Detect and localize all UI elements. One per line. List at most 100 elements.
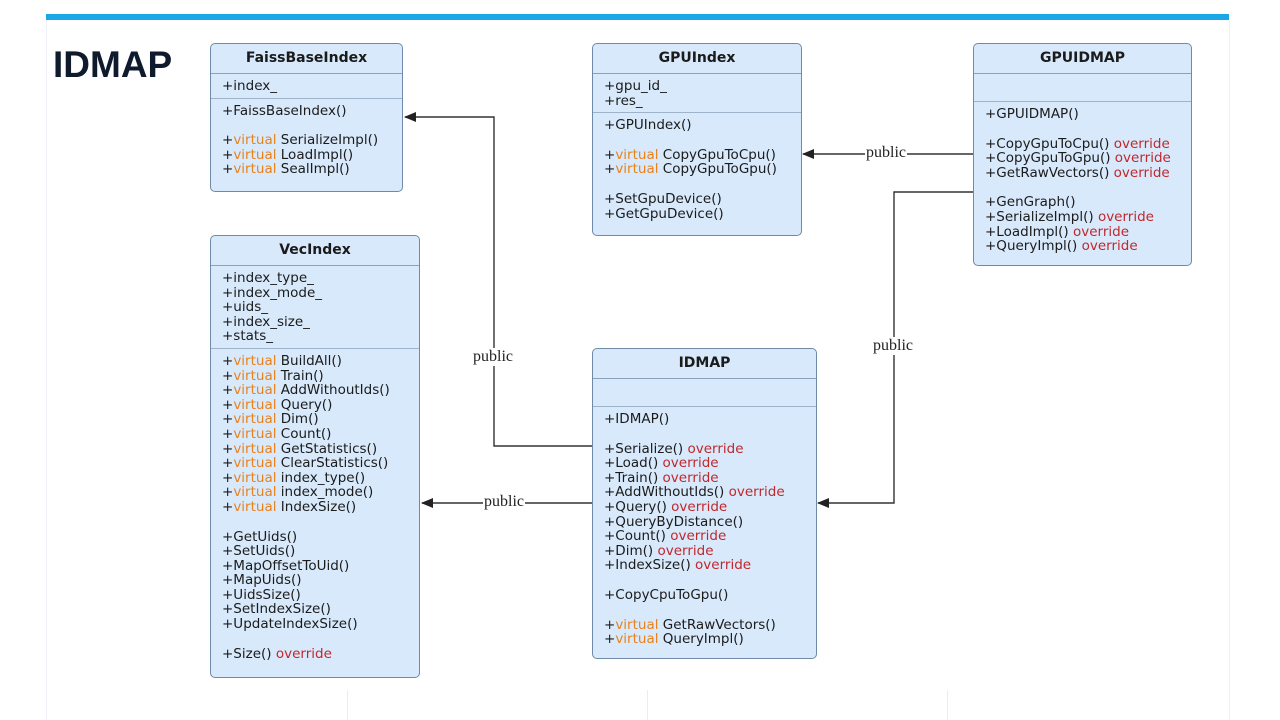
virtual-keyword: virtual (615, 631, 659, 648)
member-name: CopyGpuToCpu() (658, 146, 776, 163)
member-line: +IDMAP() (604, 412, 816, 427)
page-title: IDMAP (53, 44, 173, 85)
member-name: GetRawVectors() (658, 616, 776, 633)
member-name: BuildAll() (276, 352, 342, 369)
spacer (985, 180, 1191, 195)
member-name: ClearStatistics() (276, 455, 389, 472)
member-text: + (222, 469, 234, 486)
override-keyword: override (657, 542, 714, 559)
member-name: SealImpl() (276, 161, 350, 178)
override-keyword: override (1113, 135, 1170, 152)
class-name: IDMAP (593, 349, 816, 379)
spacer (222, 632, 419, 647)
member-text: +GPUIDMAP() (985, 106, 1079, 122)
edge-label-public: public (865, 144, 907, 162)
override-keyword: override (1081, 238, 1138, 255)
member-text: +index_mode_ (222, 284, 323, 301)
override-keyword: override (728, 484, 785, 501)
member-line: +Serialize() override (604, 440, 816, 457)
member-text: + (222, 440, 234, 457)
member-name: GetStatistics() (276, 440, 378, 457)
methods-section: +IDMAP()+Serialize() override+Load() ove… (593, 407, 816, 651)
override-keyword: override (1072, 223, 1130, 240)
member-name: LoadImpl() (276, 146, 354, 163)
class-name: FaissBaseIndex (211, 44, 402, 74)
member-text: + (222, 455, 234, 472)
member-text: +Dim() (604, 542, 654, 559)
member-text: +Size() (222, 645, 272, 662)
methods-section: +virtual BuildAll()+virtual Train()+virt… (211, 349, 419, 665)
member-line: +virtual QueryImpl() (604, 632, 816, 647)
virtual-keyword: virtual (233, 440, 277, 457)
class-gpuidmap: GPUIDMAP+GPUIDMAP()+CopyGpuToCpu() overr… (973, 43, 1192, 266)
virtual-keyword: virtual (233, 352, 277, 369)
class-idmap: IDMAP+IDMAP()+Serialize() override+Load(… (592, 348, 817, 659)
virtual-keyword: virtual (233, 469, 277, 486)
frame-left-border (46, 20, 47, 720)
member-line: +Size() override (222, 645, 419, 662)
member-text: +MapOffsetToUid() (222, 557, 350, 574)
member-line: +UidsSize() (222, 588, 419, 603)
attributes-section (593, 379, 816, 407)
class-vecindex: VecIndex+index_type_+index_mode_+uids_+i… (210, 235, 420, 678)
member-text: +IDMAP() (604, 411, 670, 427)
frame-right-border (1229, 20, 1230, 720)
member-line: +res_ (604, 92, 801, 109)
member-text: + (222, 484, 234, 501)
virtual-keyword: virtual (233, 411, 277, 428)
member-line: +virtual Query() (222, 396, 419, 413)
class-name: GPUIndex (593, 44, 801, 74)
methods-section: +FaissBaseIndex()+virtual SerializeImpl(… (211, 99, 402, 181)
edge-label-public: public (872, 337, 914, 355)
spacer (604, 603, 816, 618)
member-line: +Dim() override (604, 542, 816, 559)
member-line: +FaissBaseIndex() (222, 103, 402, 119)
member-text: + (222, 352, 234, 369)
accent-bar (46, 14, 1229, 20)
member-text: +Serialize() (604, 440, 684, 457)
override-keyword: override (1113, 164, 1170, 181)
member-text: + (604, 146, 616, 163)
member-line: +Load() override (604, 456, 816, 471)
virtual-keyword: virtual (615, 616, 659, 633)
member-line: +LoadImpl() override (985, 223, 1191, 240)
virtual-keyword: virtual (233, 367, 277, 384)
spacer (604, 177, 801, 192)
member-text: +res_ (604, 92, 643, 109)
member-name: Query() (276, 396, 333, 413)
member-text: + (222, 411, 234, 428)
override-keyword: override (662, 469, 719, 486)
member-line: +UpdateIndexSize() (222, 617, 419, 632)
member-text: + (222, 367, 234, 384)
member-line: +SetGpuDevice() (604, 192, 801, 207)
attributes-section: +gpu_id_+res_ (593, 74, 801, 114)
member-line: +MapOffsetToUid() (222, 557, 419, 574)
override-keyword: override (662, 455, 719, 472)
member-text: +SetUids() (222, 543, 296, 560)
member-line: +Train() override (604, 469, 816, 486)
member-text: + (604, 161, 616, 178)
member-text: +GetGpuDevice() (604, 205, 724, 222)
member-text: +MapUids() (222, 572, 302, 589)
spacer (604, 133, 801, 148)
member-line: +Count() override (604, 529, 816, 544)
member-line: +GPUIndex() (604, 118, 801, 133)
virtual-keyword: virtual (233, 455, 277, 472)
member-name: CopyGpuToGpu() (658, 161, 777, 178)
member-line: +CopyGpuToCpu() override (985, 135, 1191, 152)
member-line: +QueryImpl() override (985, 239, 1191, 254)
member-text: +AddWithoutIds() (604, 484, 725, 501)
member-line: +uids_ (222, 300, 419, 315)
member-text: +UpdateIndexSize() (222, 616, 358, 633)
member-text: +SerializeImpl() (985, 208, 1094, 225)
member-line: +SetIndexSize() (222, 602, 419, 617)
guide-line (947, 690, 948, 720)
member-text: + (222, 132, 234, 149)
member-text: +CopyGpuToGpu() (985, 150, 1111, 167)
member-text: +Count() (604, 528, 666, 545)
member-text: +SetIndexSize() (222, 601, 331, 618)
guide-line (647, 690, 648, 720)
member-text: +GenGraph() (985, 194, 1076, 211)
member-text: +QueryImpl() (985, 238, 1078, 255)
virtual-keyword: virtual (615, 146, 659, 163)
